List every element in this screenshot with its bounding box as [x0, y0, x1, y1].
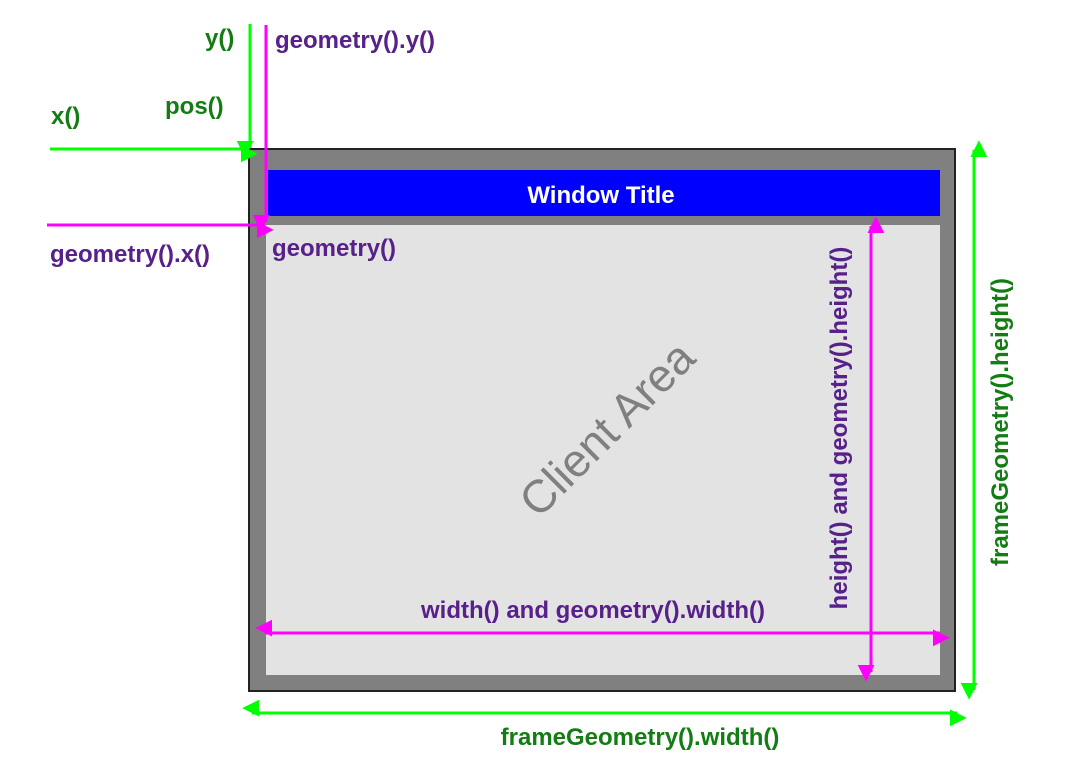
frame-width-label: frameGeometry().width(): [501, 724, 780, 751]
pos-label: pos(): [165, 93, 224, 120]
title-bar: [268, 170, 940, 216]
geometry-label: geometry(): [272, 235, 396, 262]
y-label: y(): [205, 25, 234, 52]
geometry-x-label: geometry().x(): [50, 241, 210, 268]
frame-height-label: frameGeometry().height(): [987, 278, 1014, 566]
width-label: width() and geometry().width(): [420, 597, 765, 624]
client-area: [266, 225, 940, 675]
geometry-y-label: geometry().y(): [275, 27, 435, 54]
window-title: Window Title: [527, 182, 674, 209]
height-label: height() and geometry().height(): [826, 247, 853, 610]
x-label: x(): [51, 103, 80, 130]
